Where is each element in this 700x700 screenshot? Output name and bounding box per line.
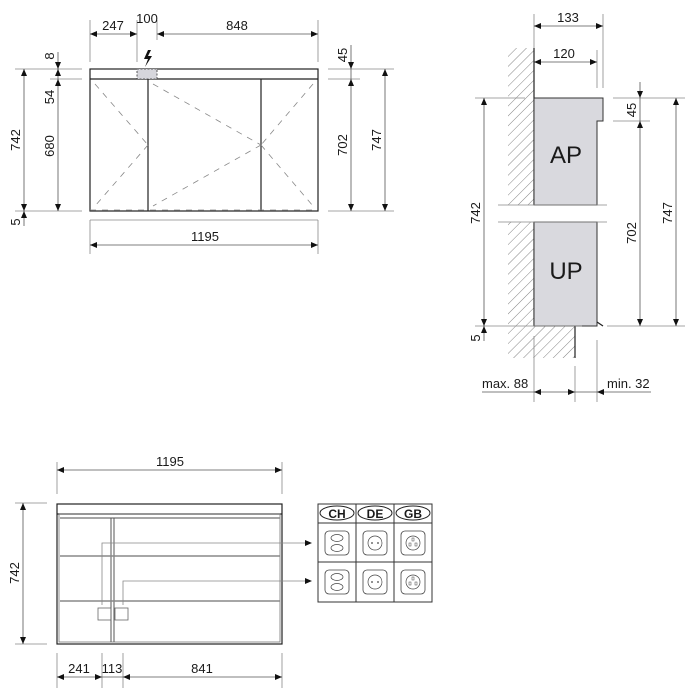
- de-socket-icon: [362, 530, 388, 556]
- dim-rear-middle: 113: [102, 661, 123, 676]
- dim-side-total-left: 742: [468, 202, 483, 224]
- dim-total-height: 742: [8, 129, 23, 151]
- rear-view: 1195 742 241 113 841: [7, 454, 312, 688]
- dim-top-gap: 8: [42, 52, 57, 59]
- dim-recess-max: max. 88: [482, 376, 528, 391]
- lightning-bolt-icon: [144, 50, 152, 67]
- dim-bottom-gap: 5: [8, 218, 23, 225]
- recess-hatch: [534, 326, 575, 358]
- dim-header-height: 54: [42, 90, 57, 104]
- dim-body-height: 680: [42, 135, 57, 157]
- socket-table: CH DE GB: [317, 503, 433, 603]
- label-surface-mounted: AP: [550, 142, 582, 169]
- dim-rear-right: 841: [191, 661, 213, 676]
- dim-side-bottom: 5: [468, 334, 483, 341]
- dim-right-width: 848: [226, 18, 248, 33]
- outlet-box: [136, 68, 158, 80]
- label-flush-mounted: UP: [549, 258, 582, 285]
- dim-outlet-width: 100: [136, 11, 158, 26]
- dim-right-body: 702: [335, 134, 350, 156]
- socket-type-ch: CH: [328, 507, 345, 521]
- dim-protrusion-min: min. 32: [607, 376, 650, 391]
- wall-hatch-lower: [508, 222, 534, 358]
- ch-socket-icon: [324, 569, 350, 595]
- gb-socket-icon: [400, 530, 426, 556]
- dim-side-body: 702: [624, 222, 639, 244]
- dim-depth-body: 120: [553, 46, 575, 61]
- ch-socket-icon: [324, 530, 350, 556]
- wall-hatch-upper: [508, 48, 534, 205]
- dim-side-header: 45: [624, 103, 639, 117]
- dim-right-header: 45: [335, 48, 350, 62]
- dim-rear-total-width: 1195: [156, 454, 184, 469]
- dim-side-total-right: 747: [660, 202, 675, 224]
- gb-socket-icon: [400, 569, 426, 595]
- dim-front-total-width: 1195: [191, 229, 219, 244]
- dim-rear-left: 241: [68, 661, 90, 676]
- socket-type-gb: GB: [404, 507, 422, 521]
- de-socket-icon: [362, 569, 388, 595]
- dim-left-width: 247: [102, 18, 124, 33]
- dim-rear-height: 742: [7, 562, 22, 584]
- socket-type-de: DE: [367, 507, 384, 521]
- socket-box-right: [114, 607, 129, 621]
- socket-box-left: [97, 607, 112, 621]
- dim-depth-total: 133: [557, 10, 579, 25]
- front-view: 247 100 848 742 5: [8, 11, 394, 254]
- side-view: 133 120 AP UP 742 5: [468, 10, 685, 402]
- dim-right-total: 747: [369, 129, 384, 151]
